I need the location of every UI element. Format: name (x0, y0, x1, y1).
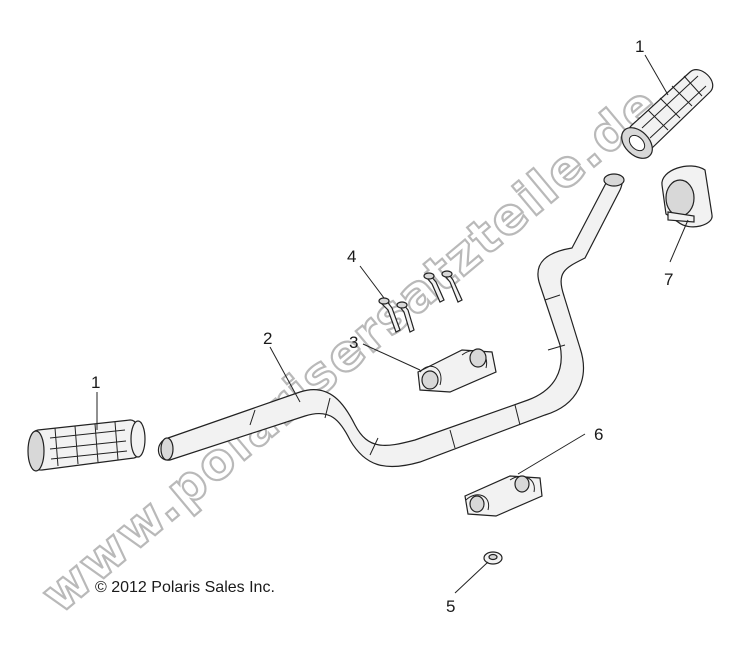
callout-lower-clamp: 6 (594, 425, 603, 444)
handlebar (157, 173, 625, 468)
callout-upper-clamp: 3 (349, 333, 358, 352)
leader-bolts (359, 265, 385, 299)
callout-handlebar: 2 (263, 329, 272, 348)
callout-bolts: 4 (347, 247, 356, 266)
leader-pad (669, 219, 689, 263)
callout-grip-left: 1 (91, 373, 100, 392)
lower-clamp (464, 475, 543, 517)
leader-nut (454, 561, 489, 594)
nut (483, 551, 503, 565)
callout-pad: 7 (664, 270, 673, 289)
grip-left (27, 419, 146, 472)
pad (661, 165, 713, 228)
leader-lower-clamp (517, 433, 586, 475)
upper-clamp (417, 348, 497, 393)
copyright-text: © 2012 Polaris Sales Inc. (95, 579, 275, 596)
leader-upper-clamp (362, 343, 421, 371)
callout-nut: 5 (446, 597, 455, 616)
grip-right (621, 69, 714, 159)
leader-handlebar (269, 346, 301, 403)
bolts (378, 270, 463, 333)
callout-grip-right: 1 (635, 37, 644, 56)
leader-grip-right (644, 54, 669, 96)
